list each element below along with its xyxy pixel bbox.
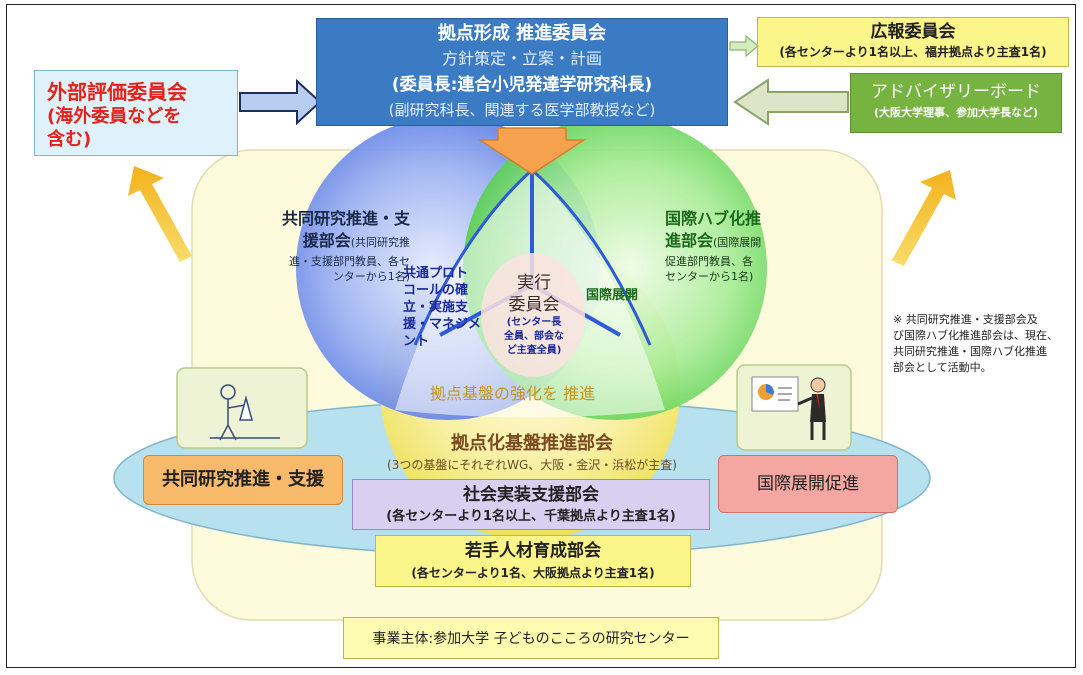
intl-hub-dept: 国際ハブ化推 進部会(国際展開 促進部門教員、各 センターから1名) (665, 208, 761, 284)
young-talent-title: 若手人材育成部会 (465, 541, 601, 561)
base-promotion-dept: 拠点化基盤推進部会 (3つの基盤にそれぞれWG、大阪・金沢・浜松が主査) (352, 432, 712, 474)
committee-chair: (委員長:連合小児発達学研究科長) (391, 75, 653, 95)
external-eval-line2: (海外委員などを (47, 106, 182, 127)
protocol-support: 共通プロト コールの確 立・実施支 援・マネジメ ント (403, 265, 481, 350)
exec-sub2: 全員、部会な (504, 331, 564, 342)
external-eval-line3: 含む) (47, 129, 92, 150)
external-eval-box: 外部評価委員会 (海外委員などを 含む) (34, 70, 238, 156)
intl-dept-line2: 進部会 (665, 231, 714, 250)
side-note-line: 共同研究推進・国際ハブ化推進 (893, 345, 1047, 358)
small-right-arrow (729, 34, 759, 58)
scientist-illustration (176, 367, 308, 449)
joint-research-dept: 共同研究推進・支 援部会(共同研究推 進・支援部門教員、各セ ンターから1名) (282, 208, 410, 284)
intl-dept-line1: 国際ハブ化推 (665, 209, 762, 228)
social-impl-title: 社会実装支援部会 (463, 485, 599, 505)
side-note: ※ 共同研究推進・支援部会及 び国際ハブ化推進部会は、現在、 共同研究推進・国際… (893, 312, 1058, 376)
side-note-line: ※ 共同研究推進・支援部会及 (893, 313, 1038, 326)
exec-committee: 実行 委員会 (センター長 全員、部会な ど主査全員) (488, 272, 580, 358)
protocol-line: 援・マネジメ (403, 317, 482, 332)
outer-frame (6, 4, 1076, 668)
advisory-sub: (大阪大学理事、参加大学長など) (873, 106, 1039, 119)
intl-dept-note2: 促進部門教員、各 (665, 255, 753, 268)
protocol-line: コールの確 (403, 283, 469, 298)
protocol-line: ント (403, 334, 430, 349)
joint-dept-note3: ンターから1名) (332, 270, 411, 283)
footer-label: 事業主体:参加大学 子どものこころの研究センター (372, 631, 690, 647)
joint-dept-note1: (共同研究推 (350, 236, 411, 249)
down-arrow (477, 127, 587, 175)
exec-line2: 委員会 (508, 295, 560, 315)
side-note-line: び国際ハブ化推進部会は、現在、 (893, 329, 1058, 342)
committee-title: 拠点形成 推進委員会 (437, 23, 607, 44)
committee-role: 方針策定・立案・計画 (441, 49, 602, 68)
intl-dept-note1: (国際展開 (713, 236, 762, 249)
joint-dept-note2: 進・支援部門教員、各セ (289, 255, 411, 268)
young-talent-sub: (各センターより1名、大阪拠点より主査1名) (411, 566, 655, 580)
pr-committee-title: 広報委員会 (870, 22, 956, 42)
committee-members: (副研究科長、関連する医学部教授など) (388, 101, 656, 119)
joint-research-support-label: 共同研究推進・支援 (162, 469, 324, 490)
social-impl-sub: (各センターより1名以上、千葉拠点より主査1名) (386, 509, 676, 524)
intl-promotion-box: 国際展開促進 (718, 455, 898, 513)
joint-dept-line2-row: 援部会(共同研究推 (282, 230, 410, 254)
intl-dept-line2-row: 進部会(国際展開 (665, 230, 761, 254)
right-arrow (239, 78, 322, 126)
intl-dept-note3: センターから1名) (665, 270, 754, 283)
exec-center-blob (481, 253, 585, 377)
joint-dept-line2: 援部会 (302, 231, 351, 250)
exec-sub3: ど主査全員) (506, 345, 562, 356)
side-note-line: 部会として活動中。 (893, 361, 992, 374)
diagonal-arrow-left (128, 166, 204, 262)
exec-sub1: (センター長 (506, 317, 562, 328)
intl-promotion-label: 国際展開促進 (757, 474, 859, 494)
young-talent-box: 若手人材育成部会 (各センターより1名、大阪拠点より主査1名) (375, 535, 691, 587)
diagonal-arrow-right (880, 170, 956, 266)
advisory-title: アドバイザリーボード (871, 82, 1041, 102)
protocol-line: 共通プロト (403, 266, 469, 281)
joint-research-support-box: 共同研究推進・支援 (143, 455, 343, 505)
left-arrow (733, 78, 849, 126)
joint-dept-line1: 共同研究推進・支 (282, 209, 411, 228)
base-promotion-sub: (3つの基盤にそれぞれWG、大阪・金沢・浜松が主査) (387, 458, 677, 472)
base-promotion-title: 拠点化基盤推進部会 (451, 433, 613, 454)
footer-box: 事業主体:参加大学 子どものこころの研究センター (343, 617, 719, 659)
base-strengthening-label: 拠点基盤の強化を 推進 (430, 384, 596, 403)
intl-expansion-label: 国際展開 (586, 288, 639, 303)
promotion-committee-box: 拠点形成 推進委員会 方針策定・立案・計画 (委員長:連合小児発達学研究科長) … (316, 18, 728, 126)
pr-committee-sub: (各センターより1名以上、福井拠点より主査1名) (779, 45, 1047, 59)
advisory-board-box: アドバイザリーボード (大阪大学理事、参加大学長など) (850, 73, 1062, 133)
external-eval-title: 外部評価委員会 (47, 80, 187, 104)
exec-line1: 実行 (517, 273, 551, 293)
social-impl-box: 社会実装支援部会 (各センターより1名以上、千葉拠点より主査1名) (352, 479, 710, 530)
pr-committee-box: 広報委員会 (各センターより1名以上、福井拠点より主査1名) (757, 17, 1069, 67)
protocol-line: 立・実施支 (403, 300, 469, 315)
